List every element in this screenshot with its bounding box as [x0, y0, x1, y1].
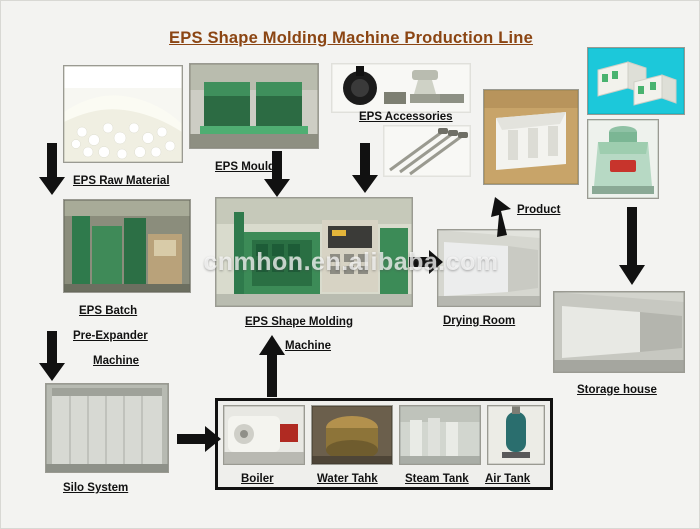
page-title: EPS Shape Molding Machine Production Lin…	[1, 29, 700, 48]
image-water-tank	[311, 405, 393, 465]
arrow-accessories-to-molding	[352, 143, 378, 193]
caption-silo-system: Silo System	[63, 482, 129, 494]
steam-pipes-illustration	[384, 126, 470, 176]
caption-shape-molding-line2: Machine	[285, 340, 332, 352]
caption-product: Product	[517, 204, 561, 216]
silo-illustration	[46, 384, 168, 472]
image-silo-system	[45, 383, 169, 473]
eps-samples-illustration	[588, 48, 684, 114]
caption-steam-tank: Steam Tank	[405, 473, 469, 485]
air-tank-illustration	[488, 406, 544, 464]
image-green-device	[587, 119, 659, 199]
caption-boiler: Boiler	[241, 473, 274, 485]
valve-fittings-illustration	[332, 64, 470, 112]
caption-storage-house: Storage house	[577, 384, 657, 396]
eps-beads-illustration	[64, 66, 182, 162]
caption-eps-raw-material: EPS Raw Material	[73, 175, 170, 187]
water-tank-illustration	[312, 406, 392, 464]
caption-pre-expander-line1: EPS Batch	[79, 305, 138, 317]
arrow-silo-to-utilities	[177, 426, 221, 452]
image-boiler	[223, 405, 305, 465]
image-eps-accessory-bars	[383, 125, 471, 177]
caption-shape-molding-line1: EPS Shape Molding	[245, 316, 353, 328]
arrow-drying-to-product	[491, 197, 511, 237]
caption-water-tank: Water Tahk	[317, 473, 378, 485]
caption-eps-accessories: EPS Accessories	[359, 111, 453, 123]
page-title-text: EPS Shape Molding Machine Production Lin…	[169, 29, 533, 47]
arrow-raw-to-preexpander	[39, 143, 65, 195]
image-eps-accessories	[331, 63, 471, 113]
image-pre-expander	[63, 199, 191, 293]
caption-drying-room: Drying Room	[443, 315, 516, 327]
caption-eps-moulds: EPS Moulds	[215, 161, 282, 173]
caption-air-tank: Air Tank	[485, 473, 531, 485]
arrow-product-to-storage	[619, 207, 645, 285]
image-air-tank	[487, 405, 545, 465]
boiler-illustration	[224, 406, 304, 464]
image-product-samples	[587, 47, 685, 115]
arrow-molding-to-drying	[409, 250, 443, 274]
green-machine-illustration	[588, 120, 658, 198]
arrow-utilities-to-molding	[259, 335, 285, 397]
image-storage-house	[553, 291, 685, 373]
image-eps-moulds	[189, 63, 319, 149]
eps-moulds-illustration	[190, 64, 318, 148]
storage-house-illustration	[554, 292, 684, 372]
image-shape-molding-machine	[215, 197, 413, 307]
image-steam-tank	[399, 405, 481, 465]
caption-pre-expander-line2: Pre-Expander	[73, 330, 148, 342]
drying-room-illustration	[438, 230, 540, 306]
image-product	[483, 89, 579, 185]
caption-pre-expander-line3: Machine	[93, 355, 140, 367]
arrow-preexpander-to-silo	[39, 331, 65, 381]
pre-expander-illustration	[64, 200, 190, 292]
image-drying-room	[437, 229, 541, 307]
arrow-moulds-to-molding	[264, 151, 290, 197]
image-eps-raw-material	[63, 65, 183, 163]
eps-box-product-illustration	[484, 90, 578, 184]
shape-molding-machine-illustration	[216, 198, 412, 306]
steam-tank-illustration	[400, 406, 480, 464]
